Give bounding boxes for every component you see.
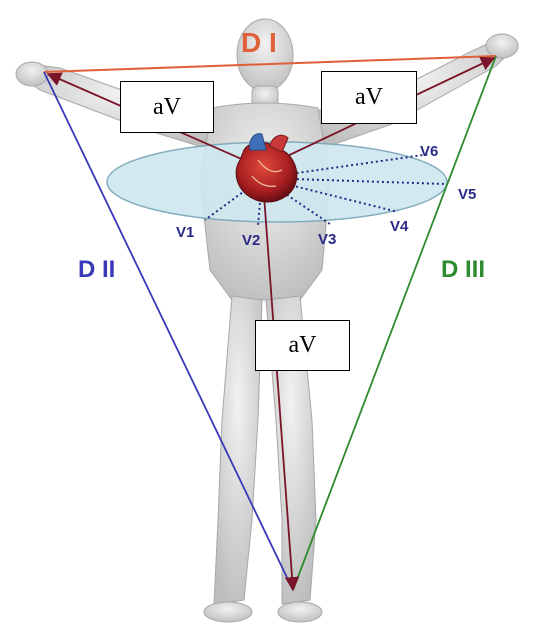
lead-d3-label: D III [441, 256, 485, 283]
avl-box: aV [321, 71, 417, 124]
v3-label: V3 [318, 231, 336, 248]
lead-d1-label: D I [241, 27, 277, 58]
lead-d2-label: D II [78, 256, 115, 283]
avf-box: aV [255, 320, 350, 371]
v6-label: V6 [420, 143, 438, 160]
avr-box: aV [120, 81, 214, 133]
v5-label: V5 [458, 186, 476, 203]
v1-label: V1 [176, 224, 194, 241]
v4-label: V4 [390, 218, 409, 235]
v2-label: V2 [242, 232, 260, 249]
